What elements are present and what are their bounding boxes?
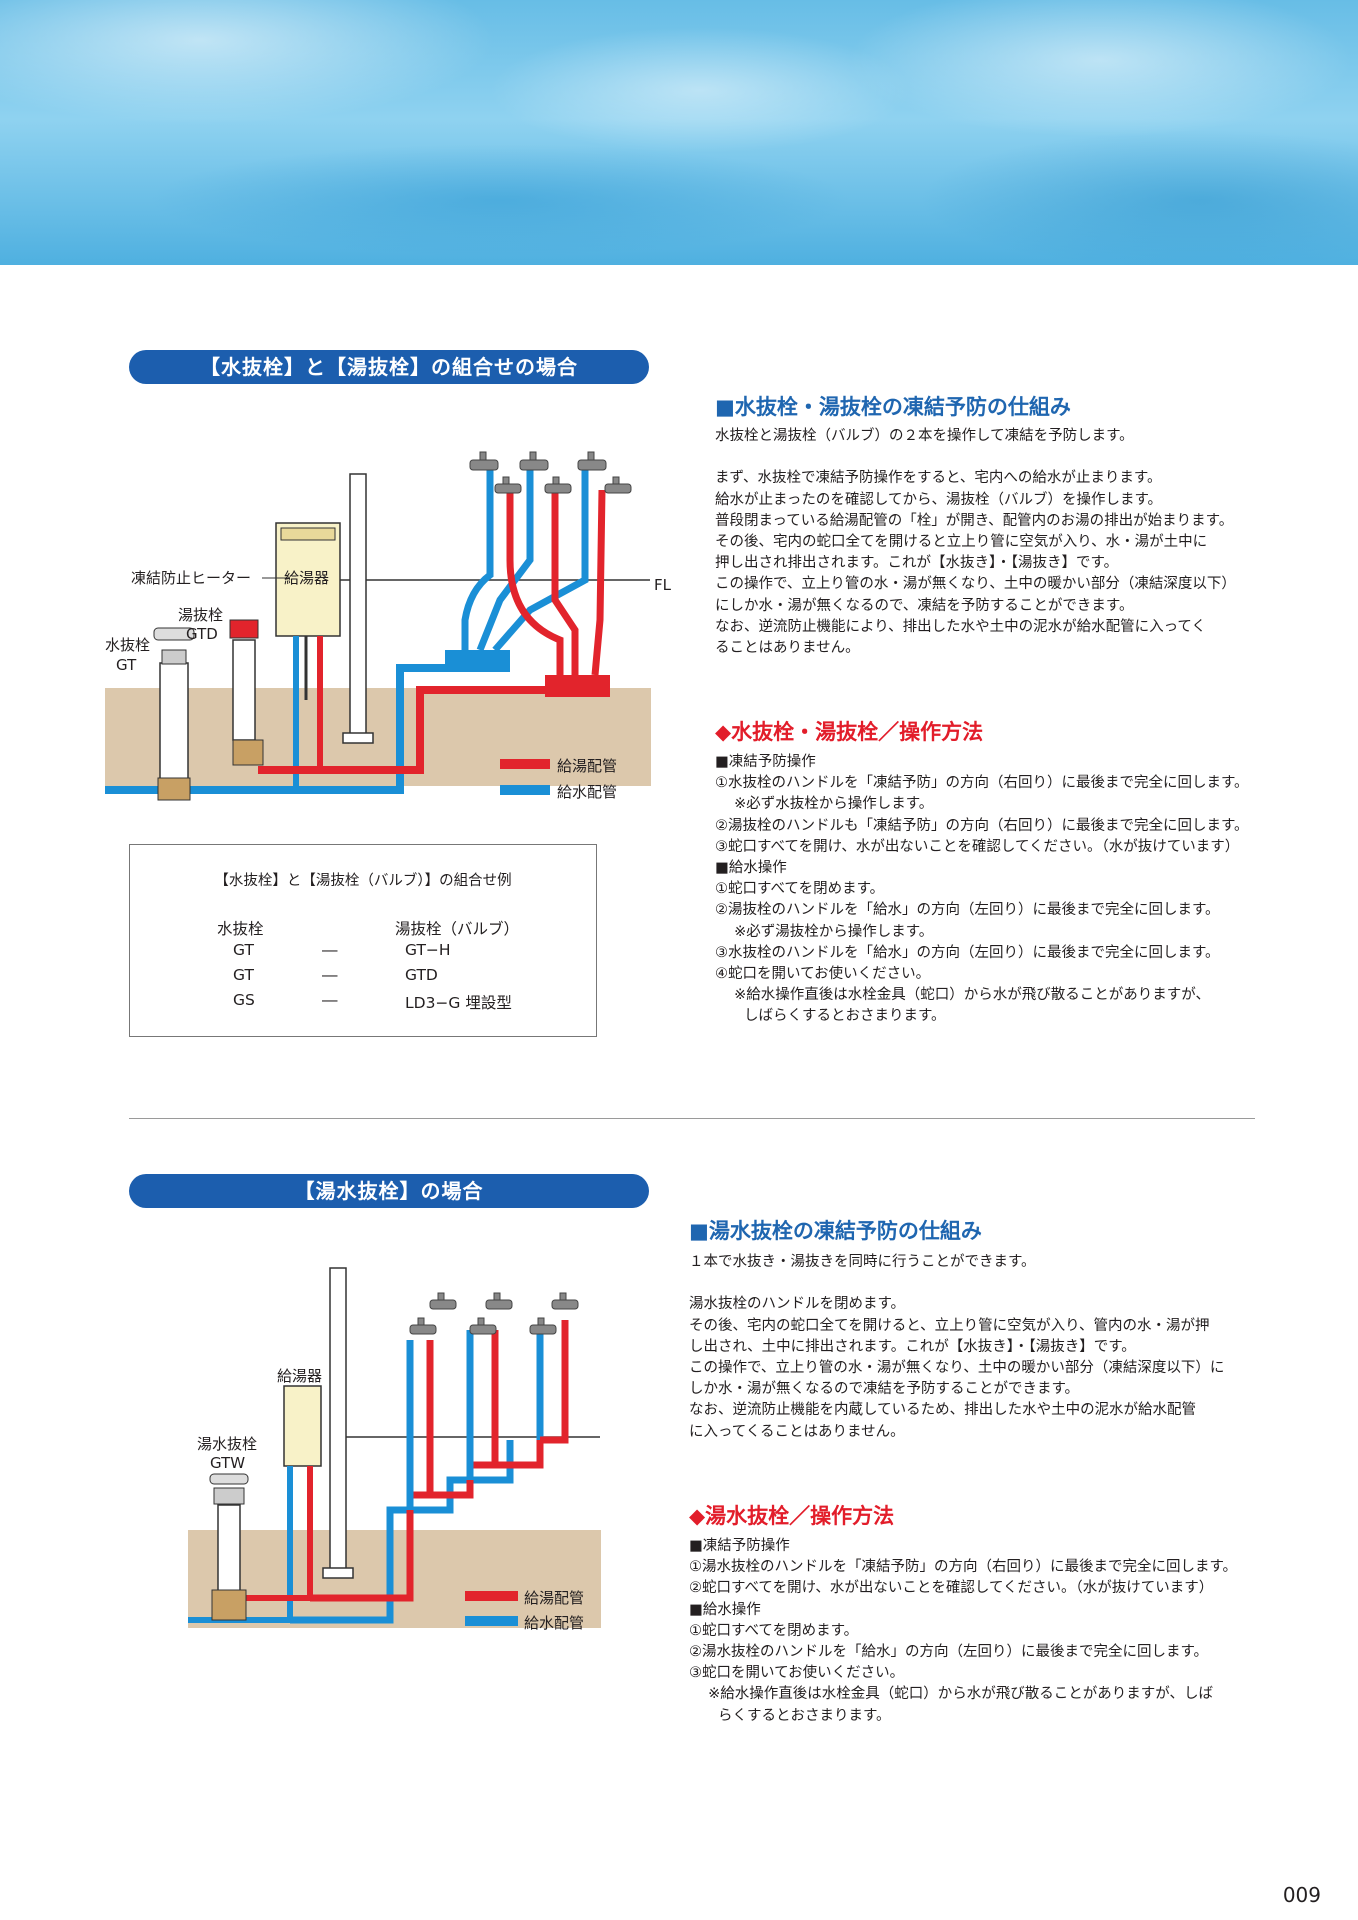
yu-label2: GTD [186, 625, 218, 643]
section2-title-pill: 【湯水抜栓】の場合 [129, 1174, 649, 1208]
example-row-dash: ― [322, 966, 338, 984]
example-box: 【水抜栓】と【湯抜栓（バルブ）】の組合せ例 水抜栓 湯抜栓（バルブ） GT ― … [129, 844, 597, 1037]
cold-pipe-main [290, 1440, 514, 1624]
example-row-b: LD3−G 埋設型 [405, 994, 512, 1012]
section2-mech-heading: ■湯水抜栓の凍結予防の仕組み [689, 1219, 982, 1243]
example-col2-header: 湯抜栓（バルブ） [395, 920, 520, 938]
example-row-a: GT [233, 941, 254, 959]
legend-hot-label: 給湯配管 [557, 757, 617, 775]
gtw-valve-handle [209, 1473, 249, 1485]
example-row-a: GS [233, 991, 255, 1009]
example-row-dash: ― [322, 991, 338, 1009]
water-banner [0, 0, 1358, 265]
hot-manifold [545, 675, 610, 697]
hot-pipe-main [310, 1440, 544, 1602]
section1-op-text: ■凍結予防操作 ①水抜栓のハンドルを「凍結予防」の方向（右回り）に最後まで完全に… [715, 754, 1249, 1025]
example-row-a: GT [233, 966, 254, 984]
mizu-label1: 水抜栓 [105, 636, 150, 654]
section1-mech-heading: ■水抜栓・湯抜栓の凍結予防の仕組み [715, 395, 1071, 419]
heater-label: 凍結防止ヒーター [131, 569, 251, 587]
hot-pipe-main [258, 686, 550, 774]
mizu-valve-body [159, 662, 189, 784]
boiler [275, 522, 341, 637]
gtw-label1: 湯水抜栓 [197, 1435, 257, 1453]
legend-cold-label: 給水配管 [524, 1614, 584, 1632]
section1-op-heading: ◆水抜栓・湯抜栓／操作方法 [715, 720, 984, 744]
section1-mech-text: 水抜栓と湯抜栓（バルブ）の２本を操作して凍結を予防します。 まず、水抜栓で凍結予… [715, 428, 1236, 657]
boiler-label: 給湯器 [284, 569, 329, 587]
ground-soil [188, 1530, 601, 1628]
section2-mech-text: １本で水抜き・湯抜きを同時に行うことができます。 湯水抜栓のハンドルを閉めます。… [689, 1254, 1225, 1440]
mizu-label2: GT [116, 656, 137, 674]
cold-manifold [445, 650, 510, 672]
gtw-label2: GTW [210, 1454, 245, 1472]
gtw-valve-body [217, 1504, 241, 1601]
legend-cold-label: 給水配管 [557, 783, 617, 801]
house-post [349, 473, 367, 740]
yu-label1: 湯抜栓 [178, 606, 223, 624]
fl-label: FL [654, 576, 672, 594]
house-post [329, 1267, 347, 1575]
legend-cold-swatch [500, 785, 550, 795]
legend-hot-label: 給湯配管 [524, 1589, 584, 1607]
section-divider [129, 1118, 1255, 1119]
section2-op-heading: ◆湯水抜栓／操作方法 [689, 1504, 895, 1528]
boiler [283, 1385, 322, 1467]
legend-hot-swatch [500, 759, 550, 769]
example-row-b: GT−H [405, 941, 451, 959]
yu-valve-body [232, 639, 256, 741]
mizu-valve-handle [153, 627, 195, 641]
example-col1-header: 水抜栓 [217, 920, 264, 938]
legend-cold-swatch [465, 1616, 518, 1626]
section2-op-text: ■凍結予防操作 ①湯水抜栓のハンドルを「凍結予防」の方向（右回り）に最後まで完全… [689, 1538, 1238, 1724]
section1-title-pill: 【水抜栓】と【湯抜栓】の組合せの場合 [129, 350, 649, 384]
cold-pipe-main [105, 664, 460, 794]
legend-hot-swatch [465, 1591, 518, 1601]
yu-valve-handle [229, 619, 259, 639]
example-title: 【水抜栓】と【湯抜栓（バルブ）】の組合せ例 [214, 873, 512, 889]
boiler-label: 給湯器 [277, 1367, 322, 1385]
example-row-dash: ― [322, 941, 338, 959]
page-number: 009 [1282, 1883, 1321, 1907]
example-row-b: GTD [405, 966, 438, 984]
ground-soil [105, 688, 651, 786]
